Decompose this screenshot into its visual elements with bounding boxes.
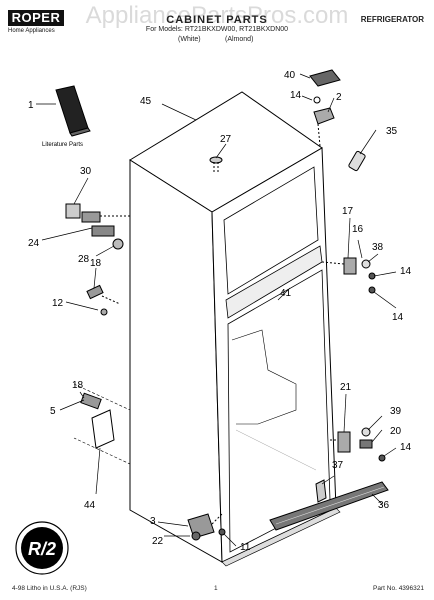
grille-clip-icon — [315, 479, 327, 503]
variant-almond: (Almond) — [225, 36, 254, 43]
leveling-leg-icon — [191, 531, 201, 541]
callout-30: 30 — [80, 166, 92, 177]
model-line: For Models: RT21BKXDW00, RT21BKXDN00 — [145, 26, 289, 33]
callout-21: 21 — [340, 382, 352, 393]
thermostat-icon — [81, 211, 101, 223]
callout-2: 2 — [336, 92, 342, 103]
screw-icon — [218, 528, 226, 536]
cabinet-shell — [129, 91, 341, 567]
center-hinge-icon — [343, 257, 357, 275]
footer-part-number: Part No. 4396321 — [373, 585, 424, 592]
callout-22: 22 — [152, 536, 164, 547]
callout-38: 38 — [372, 242, 384, 253]
thermostat-bracket-icon — [65, 203, 81, 219]
callout-12: 12 — [52, 298, 64, 309]
brand-subtitle: Home Appliances — [8, 28, 55, 34]
top-grommet-icon — [209, 156, 223, 164]
hinge-cover-icon — [309, 69, 341, 87]
callout-18-lower: 18 — [72, 380, 84, 391]
bottom-hinge-icon — [337, 431, 351, 453]
callout-24: 24 — [28, 238, 40, 249]
callout-28: 28 — [78, 254, 90, 265]
plug-icon — [112, 238, 124, 250]
hinge-pin-icon — [80, 392, 102, 410]
r2-badge: R/2 — [15, 521, 69, 575]
badge-text: R/2 — [28, 539, 56, 559]
side-bracket-icon — [91, 409, 115, 449]
bolt-icon — [368, 286, 376, 294]
callout-14-center-a: 14 — [400, 266, 412, 277]
callout-20: 20 — [390, 426, 402, 437]
diagram-title: CABINET PARTS — [166, 14, 268, 26]
callout-16: 16 — [352, 224, 364, 235]
callout-14-bottom: 14 — [400, 442, 412, 453]
shelf-bracket-icon — [86, 284, 104, 300]
callout-11: 11 — [240, 542, 251, 553]
control-knob-icon — [91, 225, 115, 237]
callout-41: 41 — [280, 288, 292, 299]
brand-logo: ROPER — [8, 10, 64, 26]
callout-labels: 1 2 3 5 11 12 14 14 14 14 14 16 17 18 18… — [28, 70, 412, 553]
top-hinge-icon — [313, 107, 335, 125]
callout-17: 17 — [342, 206, 354, 217]
watermark: AppliancePartsPros.com — [85, 2, 349, 29]
callout-14-top: 14 — [290, 90, 302, 101]
bolt-icon — [378, 454, 386, 462]
callout-1: 1 — [28, 100, 34, 111]
callout-45: 45 — [140, 96, 152, 107]
literature-booklet-icon — [55, 85, 91, 137]
callout-44: 44 — [84, 500, 96, 511]
callout-18-upper: 18 — [90, 258, 102, 269]
literature-label: Literature Parts — [42, 142, 83, 148]
variant-white: (White) — [178, 36, 201, 43]
callout-37: 37 — [332, 460, 344, 471]
callout-5: 5 — [50, 406, 56, 417]
screw-icon — [100, 308, 108, 316]
door-stop-icon — [348, 150, 366, 172]
callout-40: 40 — [284, 70, 296, 81]
callout-14-center-b: 14 — [392, 312, 404, 323]
callout-35: 35 — [386, 126, 398, 137]
hinge-bushing-icon — [359, 439, 373, 449]
callout-36: 36 — [378, 500, 390, 511]
callout-3: 3 — [150, 516, 156, 527]
leader-lines — [36, 73, 397, 547]
callout-27: 27 — [220, 134, 232, 145]
callout-39: 39 — [390, 406, 402, 417]
product-type: REFRIGERATOR — [360, 15, 424, 24]
screw-icon — [313, 96, 321, 104]
footer-litho: 4-98 Litho in U.S.A. (RJS) — [12, 585, 87, 592]
footer-page-number: 1 — [214, 585, 218, 592]
